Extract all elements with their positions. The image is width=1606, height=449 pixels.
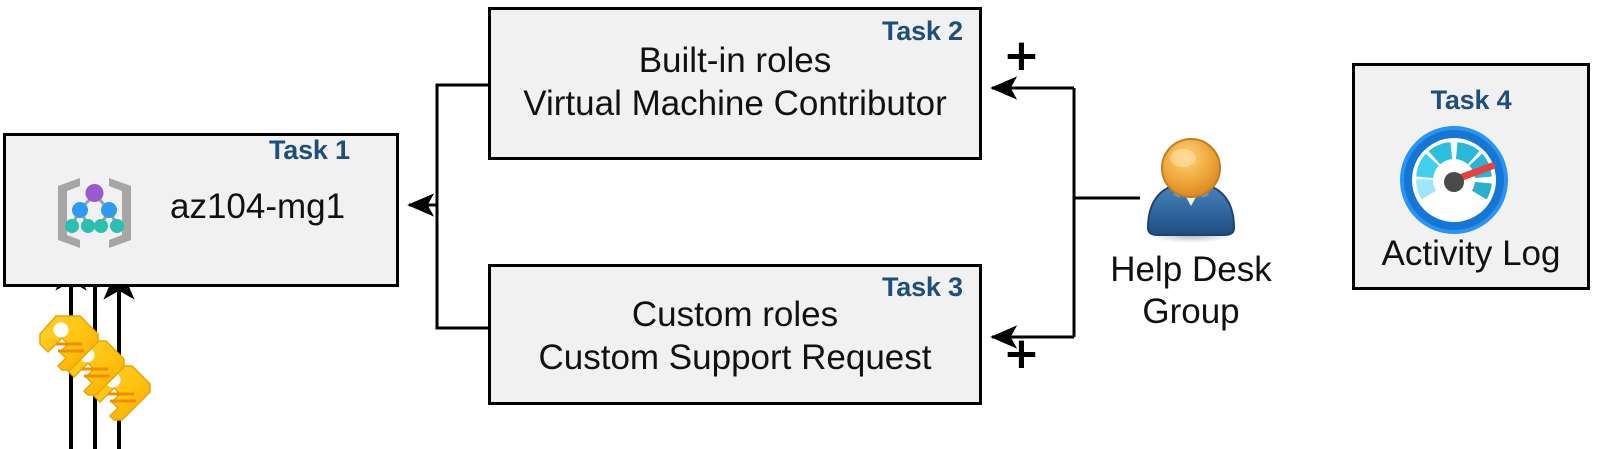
task1-box[interactable] xyxy=(3,133,399,287)
task1-label: Task 1 xyxy=(269,135,350,165)
task3-text-line2: Custom Support Request xyxy=(538,338,932,377)
task3-text-line1: Custom roles xyxy=(631,295,839,334)
task3-box[interactable] xyxy=(488,264,982,405)
task3-label: Task 3 xyxy=(882,272,963,302)
task2-text-line1: Built-in roles xyxy=(638,41,832,80)
connector-task3-to-task1 xyxy=(435,205,488,330)
help-desk-label-line2: Group xyxy=(1142,292,1240,331)
user-group-icon xyxy=(1146,138,1236,243)
task2-label: Task 2 xyxy=(882,16,963,46)
task2-box[interactable] xyxy=(488,7,982,160)
task1-text: az104-mg1 xyxy=(170,187,346,226)
task4-text: Activity Log xyxy=(1381,234,1561,273)
connector-task2-to-task1 xyxy=(407,83,488,217)
help-desk-label-line1: Help Desk xyxy=(1110,250,1272,289)
task4-label: Task 4 xyxy=(1430,85,1512,115)
keys-icon xyxy=(39,315,151,421)
connector-helpdesk-trunk xyxy=(1072,88,1140,337)
plus-operator-task3: + xyxy=(1003,328,1040,379)
management-group-icon xyxy=(58,178,131,248)
key-1 xyxy=(39,315,99,371)
plus-operator-task2: + xyxy=(1003,30,1040,81)
task2-text-line2: Virtual Machine Contributor xyxy=(523,84,947,123)
activity-log-gauge-icon xyxy=(1400,126,1508,234)
